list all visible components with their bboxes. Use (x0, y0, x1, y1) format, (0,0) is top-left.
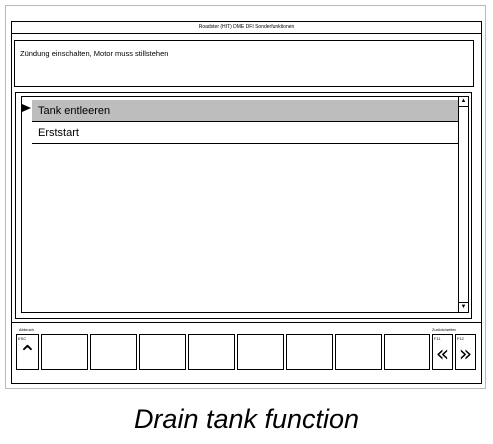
figure-caption: Drain tank function (133, 404, 360, 434)
list-item-label: Erststart (38, 127, 79, 139)
message-text: Zündung einschalten, Motor muss stillste… (20, 49, 169, 58)
function-group-label-right: Zurück/weiter (432, 327, 457, 332)
message-box: Zündung einschalten, Motor muss stillste… (14, 40, 474, 87)
function-key-2[interactable] (90, 334, 137, 370)
f11-key-button[interactable]: F11 « (432, 334, 453, 370)
function-key-5[interactable] (237, 334, 284, 370)
figure-frame (5, 5, 486, 389)
list-item-tank-entleeren[interactable]: Tank entleeren (32, 100, 458, 122)
f12-key-label: F12 (457, 336, 464, 341)
f11-key-label: F11 (434, 336, 441, 341)
function-key-7[interactable] (335, 334, 382, 370)
function-list: Tank entleeren Erststart ▲ ▼ (21, 96, 469, 313)
function-key-8[interactable] (384, 334, 430, 370)
double-chevron-right-icon: » (458, 342, 473, 367)
esc-key-label: ESC (18, 336, 27, 341)
double-chevron-left-icon: « (435, 342, 450, 367)
list-scrollbar[interactable]: ▲ ▼ (458, 97, 468, 312)
scroll-down-button[interactable]: ▼ (459, 302, 468, 312)
scroll-down-icon: ▼ (460, 304, 467, 310)
list-item-label: Tank entleeren (38, 105, 111, 117)
double-chevron-up-icon: ⌃ (18, 342, 37, 367)
selection-pointer-icon (22, 104, 31, 112)
function-key-bar (12, 322, 481, 382)
function-key-4[interactable] (188, 334, 235, 370)
esc-key-button[interactable]: ESC ⌃ (16, 334, 39, 370)
f12-key-button[interactable]: F12 » (455, 334, 476, 370)
function-list-frame (15, 92, 472, 319)
scroll-up-icon: ▲ (460, 98, 467, 104)
function-group-label-left: Abbruch (19, 327, 34, 332)
list-item-erststart[interactable]: Erststart (32, 122, 458, 144)
function-key-6[interactable] (286, 334, 333, 370)
function-key-1[interactable] (41, 334, 88, 370)
function-key-3[interactable] (139, 334, 186, 370)
scroll-up-button[interactable]: ▲ (459, 97, 468, 107)
window-title: Roadster (HIT) DME DFI Sonderfunktionen (11, 21, 482, 34)
